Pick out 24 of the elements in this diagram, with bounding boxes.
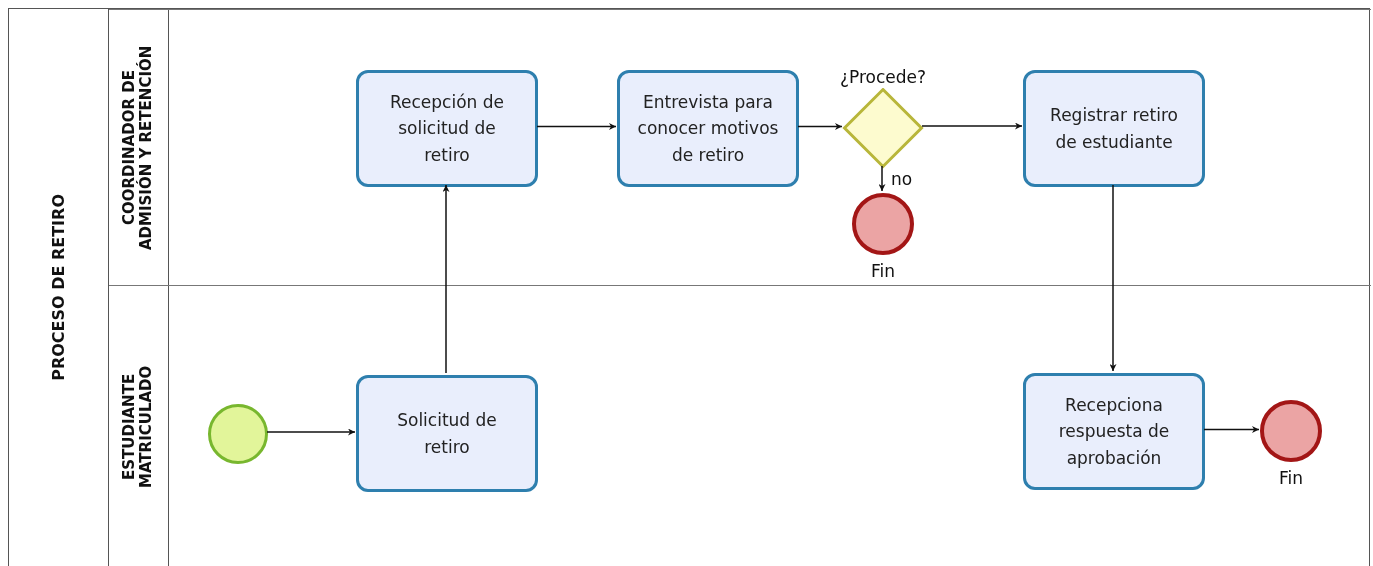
task-box bbox=[356, 70, 538, 187]
arrow bbox=[878, 165, 886, 192]
arrow bbox=[266, 428, 356, 436]
task-text: Registrar retiro de estudiante bbox=[1049, 104, 1179, 154]
lane-label: ESTUDIANTE MATRICULADO bbox=[121, 364, 156, 490]
task-text: Entrevista para conocer motivos de retiro bbox=[636, 91, 780, 167]
task-text: Recepción de solicitud de retiro bbox=[389, 91, 505, 167]
pool bbox=[8, 8, 1370, 566]
task-box bbox=[617, 70, 799, 187]
task-box bbox=[1023, 373, 1205, 490]
arrow bbox=[442, 184, 450, 374]
task-box bbox=[1023, 70, 1205, 187]
task-text: Solicitud de retiro bbox=[396, 409, 498, 459]
arrow bbox=[1109, 184, 1117, 372]
arrow bbox=[797, 123, 843, 130]
pool-label: PROCESO DE RETIRO bbox=[47, 194, 69, 381]
arrow bbox=[1203, 426, 1260, 433]
task-box bbox=[356, 375, 538, 492]
arrow bbox=[921, 122, 1023, 130]
arrow bbox=[536, 123, 617, 130]
swimlane bbox=[109, 9, 1371, 285]
swimlane bbox=[109, 285, 1371, 566]
task-text: Recepciona respuesta de aprobación bbox=[1057, 394, 1171, 470]
lane-label: COORDINADOR DE ADMISIÓN Y RETENCIÓN bbox=[121, 44, 156, 252]
